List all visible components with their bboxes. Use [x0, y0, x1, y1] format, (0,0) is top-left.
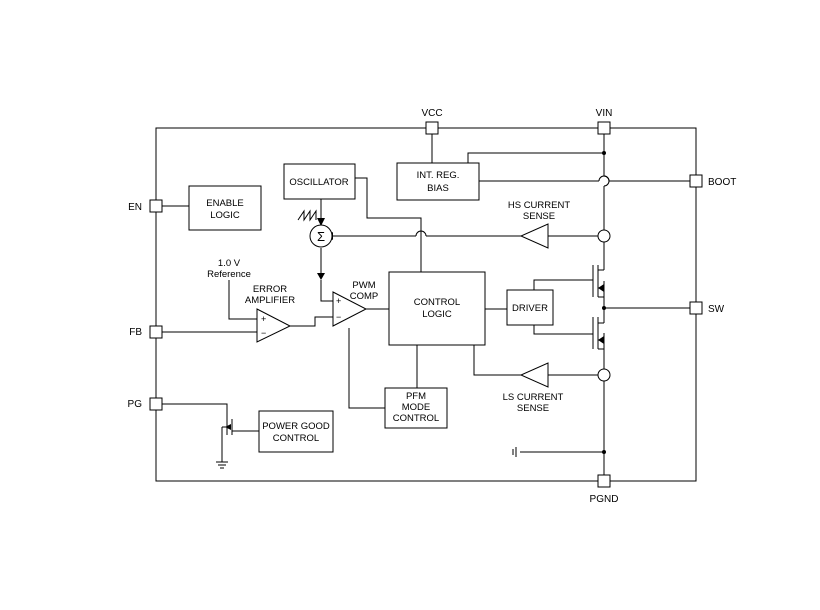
pwm-comp-plus: + [336, 296, 341, 306]
error-amp-line-1: ERROR [253, 284, 287, 295]
power-good-line-2: CONTROL [273, 433, 319, 444]
arrow-head [317, 218, 325, 226]
pin-sw-label: SW [708, 304, 725, 315]
oscillator-label: OSCILLATOR [289, 177, 348, 188]
ls-current-sense-amp [519, 362, 549, 388]
pin-pg-label: PG [128, 399, 143, 410]
pin-sw [689, 301, 703, 315]
junction-dot [602, 151, 606, 155]
error-amplifier [256, 308, 292, 343]
hs-sense-line-2: SENSE [523, 211, 555, 222]
pin-fb-label: FB [129, 327, 142, 338]
hs-current-sense-amp [519, 223, 549, 249]
arrow-head [225, 424, 231, 430]
pin-pg [149, 397, 163, 411]
oscillator-block [283, 163, 356, 200]
pin-vcc [425, 121, 439, 135]
enable-logic-line-2: LOGIC [210, 210, 240, 221]
driver-block [506, 289, 554, 326]
int-reg-bias-line-2: BIAS [427, 183, 449, 194]
junction-dot [602, 450, 606, 454]
pin-vin-label: VIN [596, 108, 613, 119]
control-logic-line-2: LOGIC [422, 309, 452, 320]
junction-dot [602, 306, 606, 310]
reference-line-2: Reference [207, 269, 251, 280]
pfm-line-1: PFM [406, 391, 426, 402]
error-amp-plus: + [261, 314, 266, 324]
control-logic-line-1: CONTROL [414, 297, 460, 308]
sigma-symbol: Σ [317, 229, 325, 244]
pfm-line-2: MODE [402, 402, 431, 413]
arrow-head [598, 336, 604, 344]
int-reg-bias-block [396, 162, 480, 201]
pin-en-label: EN [128, 202, 142, 213]
pwm-comparator [332, 291, 368, 327]
pin-pgnd [597, 474, 611, 488]
hs-sense-node [597, 229, 611, 243]
control-logic-block [388, 271, 486, 346]
pin-en [149, 199, 163, 213]
enable-logic-line-1: ENABLE [206, 198, 244, 209]
hs-sense-line-1: HS CURRENT [508, 200, 570, 211]
pfm-line-3: CONTROL [393, 413, 439, 424]
ls-sense-node [597, 368, 611, 382]
pfm-mode-control-block [384, 387, 448, 429]
ls-sense-line-1: LS CURRENT [503, 392, 564, 403]
pwm-comp-line-2: COMP [350, 291, 379, 302]
pin-vcc-label: VCC [421, 108, 442, 119]
arrow-head [317, 273, 325, 280]
pwm-comp-minus: − [336, 312, 341, 322]
power-good-line-1: POWER GOOD [262, 421, 330, 432]
pin-pgnd-label: PGND [590, 494, 619, 505]
pin-vin [597, 121, 611, 135]
ramp-icon [297, 209, 317, 222]
summing-junction [309, 224, 333, 248]
error-amp-minus: − [261, 328, 266, 338]
pin-fb [149, 325, 163, 339]
pwm-comp-line-1: PWM [352, 280, 375, 291]
pin-boot-label: BOOT [708, 177, 736, 188]
error-amp-line-2: AMPLIFIER [245, 295, 295, 306]
pin-boot [689, 174, 703, 188]
int-reg-bias-line-1: INT. REG. [417, 170, 460, 181]
ls-sense-line-2: SENSE [517, 403, 549, 414]
reference-line-1: 1.0 V [218, 258, 241, 269]
power-good-control-block [258, 410, 334, 453]
enable-logic-block [188, 185, 262, 231]
arrow-head [598, 284, 604, 292]
driver-label: DRIVER [512, 303, 548, 314]
